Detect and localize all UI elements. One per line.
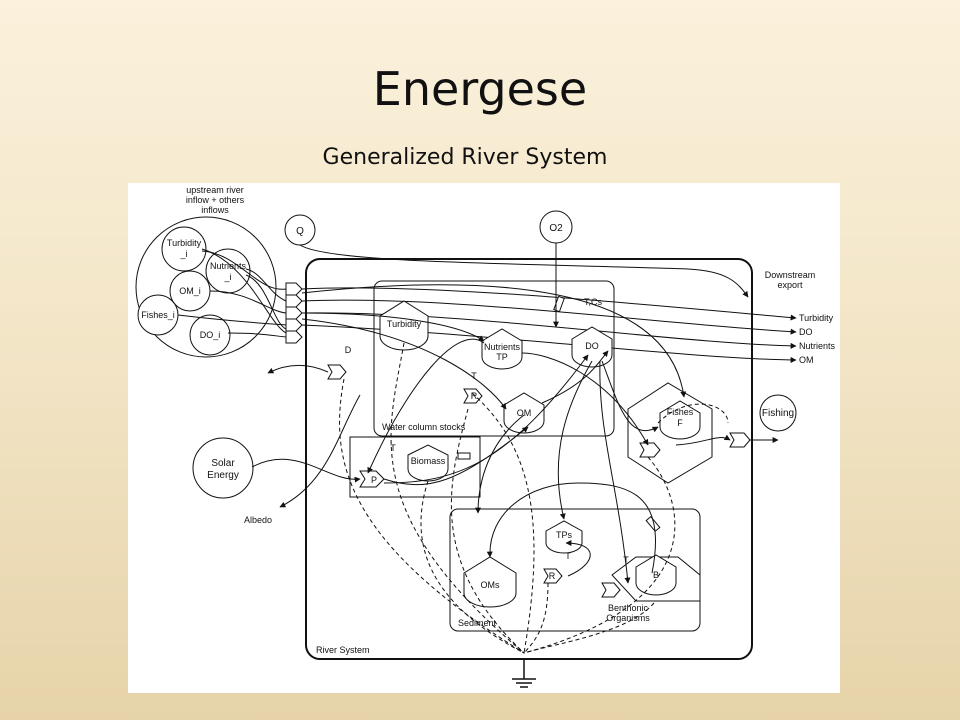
inflow-om-stock: OM_i <box>169 270 211 312</box>
svg-text:TPs: TPs <box>556 530 573 540</box>
output-do: DO <box>799 327 813 337</box>
inflow-fan-lines <box>177 248 287 338</box>
svg-text:T: T <box>623 555 629 565</box>
om-tank: OM <box>503 392 545 434</box>
sediment-switch <box>645 516 661 532</box>
downstream-outputs: Turbidity DO Nutrients OM <box>799 313 836 365</box>
svg-text:DO: DO <box>585 341 599 351</box>
production-gate: P T <box>359 443 396 488</box>
svg-text:T: T <box>565 551 571 561</box>
output-turbidity: Turbidity <box>799 313 834 323</box>
diagram-panel: upstream river inflow + others inflows T… <box>128 183 840 693</box>
respiration-gate-sediment: R T <box>543 551 571 584</box>
drag-gate: D <box>327 345 352 380</box>
svg-text:Energy: Energy <box>207 470 239 481</box>
slide-title: Energese <box>372 62 588 116</box>
oms-tank: OMs <box>463 556 517 608</box>
fishes-hexagon: Fishes F <box>627 382 713 484</box>
inflow-nutrients-stock: Nutrients _i <box>205 248 251 294</box>
svg-text:Fishes: Fishes <box>667 407 694 417</box>
source-q: Q <box>284 214 316 246</box>
svg-text:Fishes_i: Fishes_i <box>141 310 175 320</box>
svg-text:B: B <box>653 570 659 580</box>
phytoplankton-frame <box>349 436 481 498</box>
svg-text:upstream river: upstream river <box>186 185 244 195</box>
svg-text:F: F <box>677 418 683 428</box>
svg-text:DO_i: DO_i <box>200 330 221 340</box>
svg-text:_i: _i <box>223 272 231 282</box>
benthonic-hexagon: B T Benthonic Organisms <box>601 554 701 623</box>
svg-text:T,Cs: T,Cs <box>584 297 603 307</box>
svg-text:R: R <box>471 391 478 401</box>
svg-text:Solar: Solar <box>211 458 235 469</box>
output-om: OM <box>799 355 814 365</box>
energy-systems-diagram: upstream river inflow + others inflows T… <box>135 185 836 688</box>
svg-text:Turbidity: Turbidity <box>387 319 422 329</box>
svg-text:_i: _i <box>179 249 187 259</box>
svg-text:inflows: inflows <box>201 205 229 215</box>
svg-text:Benthonic: Benthonic <box>608 603 649 613</box>
svg-text:OM_i: OM_i <box>179 286 201 296</box>
respiration-gate-water: R T <box>463 371 483 404</box>
svg-text:inflow + others: inflow + others <box>186 195 245 205</box>
svg-text:Organisms: Organisms <box>606 613 650 623</box>
svg-text:Downstream: Downstream <box>765 270 816 280</box>
svg-text:Nutrients: Nutrients <box>484 342 521 352</box>
svg-text:Q: Q <box>296 226 304 237</box>
svg-text:R: R <box>549 571 556 581</box>
source-solar-energy: Solar Energy <box>192 437 254 499</box>
albedo-label: Albedo <box>244 515 272 525</box>
svg-text:Fishing: Fishing <box>762 408 794 419</box>
svg-text:O2: O2 <box>549 223 563 234</box>
svg-text:Biomass: Biomass <box>411 456 446 466</box>
heat-sink-icon <box>512 659 536 688</box>
biomass-switch <box>457 452 471 460</box>
inflow-header: upstream river inflow + others inflows <box>186 185 245 215</box>
inflow-do-stock: DO_i <box>189 314 231 356</box>
svg-text:export: export <box>777 280 803 290</box>
main-flows <box>251 243 779 584</box>
water-column-frame <box>373 280 615 437</box>
inflow-boundary <box>135 216 277 358</box>
svg-text:T: T <box>390 443 396 453</box>
svg-text:OMs: OMs <box>481 580 500 590</box>
biomass-tank: Biomass <box>407 444 449 482</box>
inflow-fishes-stock: Fishes_i <box>137 294 179 336</box>
turbidity-tank: Turbidity <box>379 300 429 351</box>
svg-text:Nutrients: Nutrients <box>210 261 247 271</box>
inflow-workgates <box>285 282 303 344</box>
source-o2: O2 <box>539 210 573 244</box>
sediment-frame <box>449 508 701 632</box>
source-fishing: Fishing <box>759 394 797 432</box>
tps-tank: TPs <box>545 520 583 554</box>
river-system-frame <box>305 258 753 660</box>
slide-subtitle: Generalized River System <box>322 145 608 170</box>
export-flows <box>301 287 797 363</box>
inflow-turbidity-stock: Turbidity _i <box>161 226 207 272</box>
svg-text:TP: TP <box>496 352 508 362</box>
svg-text:D: D <box>345 345 352 355</box>
output-nutrients: Nutrients <box>799 341 836 351</box>
svg-text:T: T <box>471 371 477 381</box>
river-system-label: River System <box>316 645 370 655</box>
fishing-gate <box>729 432 751 448</box>
downstream-header: Downstream export <box>765 270 816 290</box>
svg-text:P: P <box>371 475 377 485</box>
nutrients-tank: Nutrients TP <box>481 328 523 370</box>
svg-text:OM: OM <box>517 408 532 418</box>
heat-flows <box>339 342 729 654</box>
water-column-label: Water column stocks <box>382 422 466 432</box>
svg-text:Turbidity: Turbidity <box>167 238 202 248</box>
